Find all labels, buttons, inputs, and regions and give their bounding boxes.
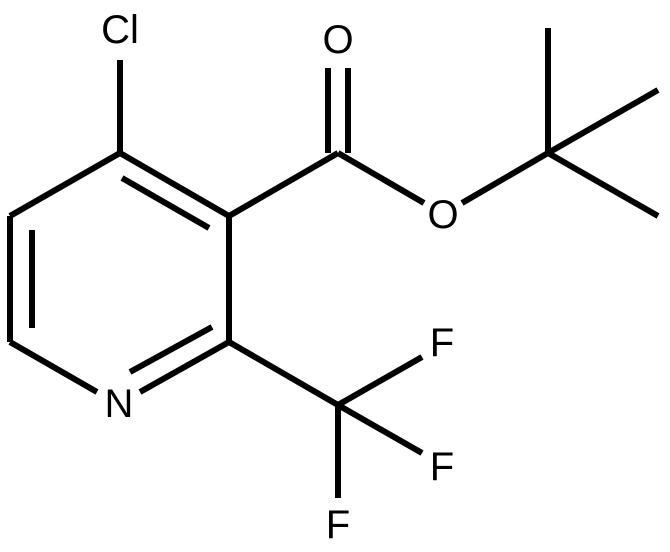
atom-label-o-ester: O [427, 193, 458, 237]
bond-ccf3-f2 [336, 402, 424, 456]
bond-cq-me-upper-right [546, 87, 660, 156]
bond-ccf3-f1 [336, 354, 424, 408]
bond-c2-ccf3 [227, 339, 340, 408]
bond-n-c2-inner [128, 324, 214, 375]
bond-c6-n [8, 339, 99, 395]
atom-label-n: N [105, 382, 134, 426]
bond-oester-cq [460, 150, 550, 206]
bond-c4-c3-inner [120, 175, 211, 231]
atom-label-f2: F [430, 445, 454, 489]
atom-label-f3: F [326, 503, 350, 547]
bond-n-c2-outer [138, 339, 231, 395]
bond-c4-c5 [8, 150, 122, 219]
bond-cq-me-lower-right [546, 150, 660, 219]
atom-label-cl: Cl [101, 8, 139, 52]
atom-label-f1: F [430, 321, 454, 365]
bond-c4-c3-outer [118, 150, 231, 219]
atom-label-o-carbonyl: O [322, 18, 353, 62]
bond-c3-ccarbonyl [227, 150, 340, 219]
bond-ccarbonyl-oester [336, 150, 426, 206]
